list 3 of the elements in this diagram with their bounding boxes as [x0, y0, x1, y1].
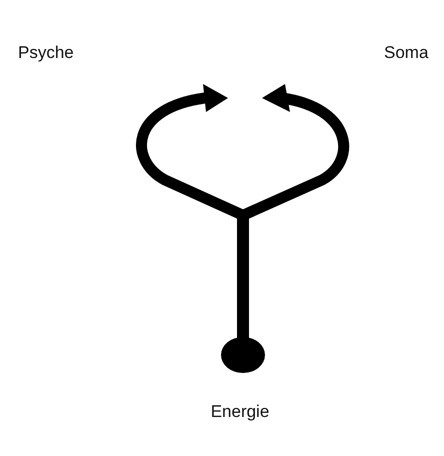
label-text: Energie	[210, 402, 270, 422]
label-text: Psyche	[18, 43, 74, 63]
label-text: Soma	[384, 43, 428, 63]
